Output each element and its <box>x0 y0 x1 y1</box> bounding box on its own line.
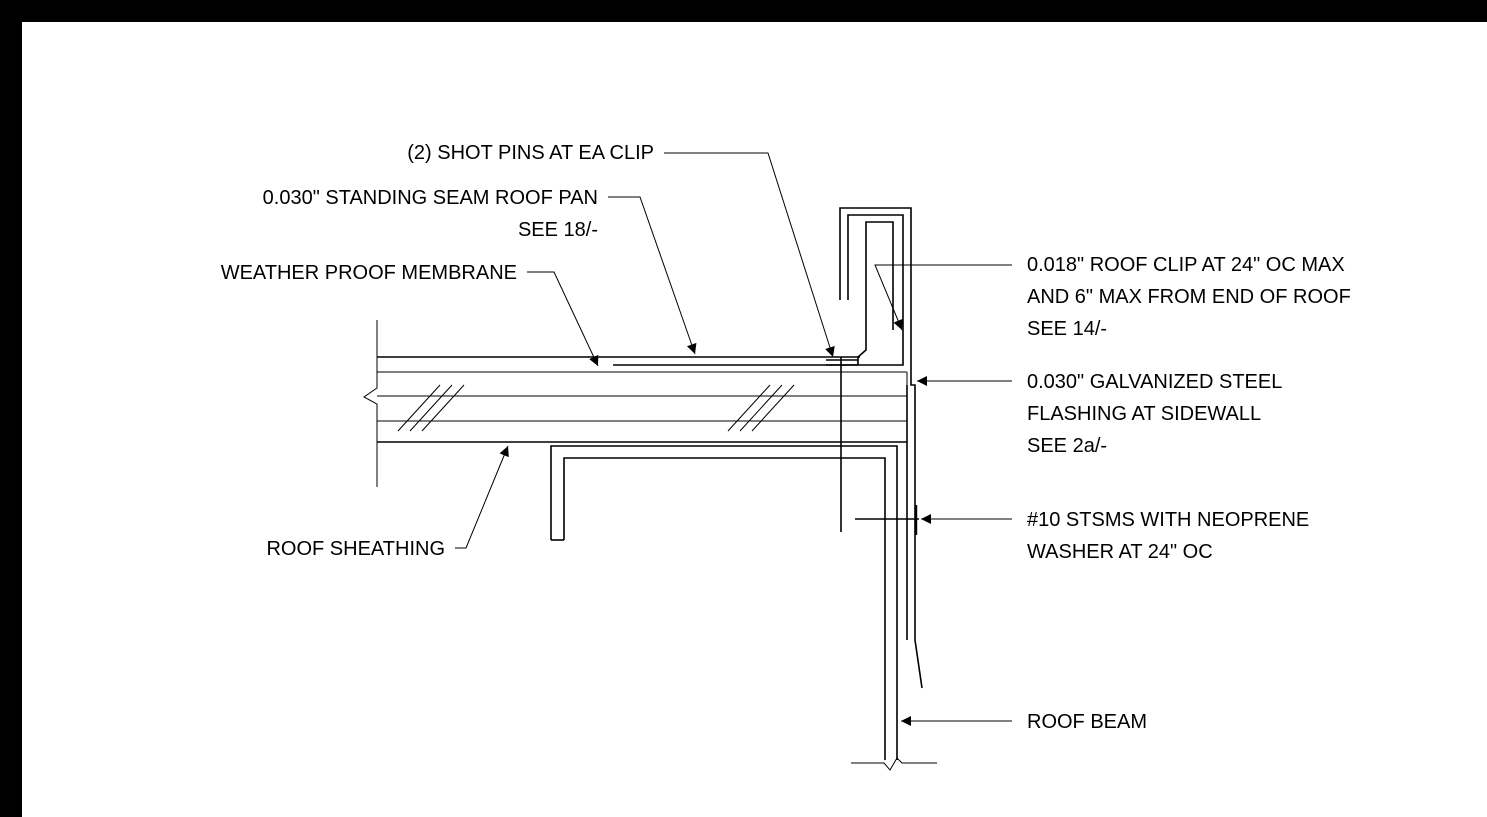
label-roof-clip-line1: 0.018" ROOF CLIP AT 24" OC MAX <box>1027 254 1345 276</box>
label-roof-pan-line1: 0.030" STANDING SEAM ROOF PAN <box>263 187 598 209</box>
standing-seam-roof-pan <box>613 221 894 366</box>
label-stsms-line2: WASHER AT 24" OC <box>1027 541 1213 563</box>
bottom-break-line <box>851 757 937 771</box>
label-flashing-line3: SEE 2a/- <box>1027 435 1107 457</box>
label-roof-pan-line2: SEE 18/- <box>518 219 598 241</box>
label-membrane: WEATHER PROOF MEMBRANE <box>221 262 517 284</box>
roof-deck-layers <box>377 356 908 443</box>
leader-sheathing <box>455 445 509 549</box>
left-break-line <box>363 320 378 487</box>
leader-roof-pan <box>608 196 697 355</box>
leader-shot-pins <box>664 152 835 358</box>
leader-membrane <box>527 271 599 367</box>
label-stsms-line1: #10 STSMS WITH NEOPRENE <box>1027 509 1309 531</box>
label-roof-clip-line2: AND 6" MAX FROM END OF ROOF <box>1027 286 1351 308</box>
sidewall-flashing <box>906 372 923 689</box>
callouts: (2) SHOT PINS AT EA CLIP 0.030" STANDING… <box>221 142 1351 733</box>
insulation-hatching <box>397 384 795 432</box>
label-shot-pins: (2) SHOT PINS AT EA CLIP <box>407 142 654 164</box>
label-flashing-line2: FLASHING AT SIDEWALL <box>1027 403 1261 425</box>
leader-lines <box>455 152 1012 726</box>
stsms-screw <box>855 505 919 535</box>
leader-roof-clip <box>874 264 1012 331</box>
shot-pin <box>826 357 858 532</box>
label-flashing-line1: 0.030" GALVANIZED STEEL <box>1027 371 1282 393</box>
label-roof-clip-line3: SEE 14/- <box>1027 318 1107 340</box>
label-roof-beam: ROOF BEAM <box>1027 711 1147 733</box>
roof-clip <box>826 207 912 372</box>
label-sheathing: ROOF SHEATHING <box>266 538 445 560</box>
roof-beam-channel <box>550 445 898 760</box>
